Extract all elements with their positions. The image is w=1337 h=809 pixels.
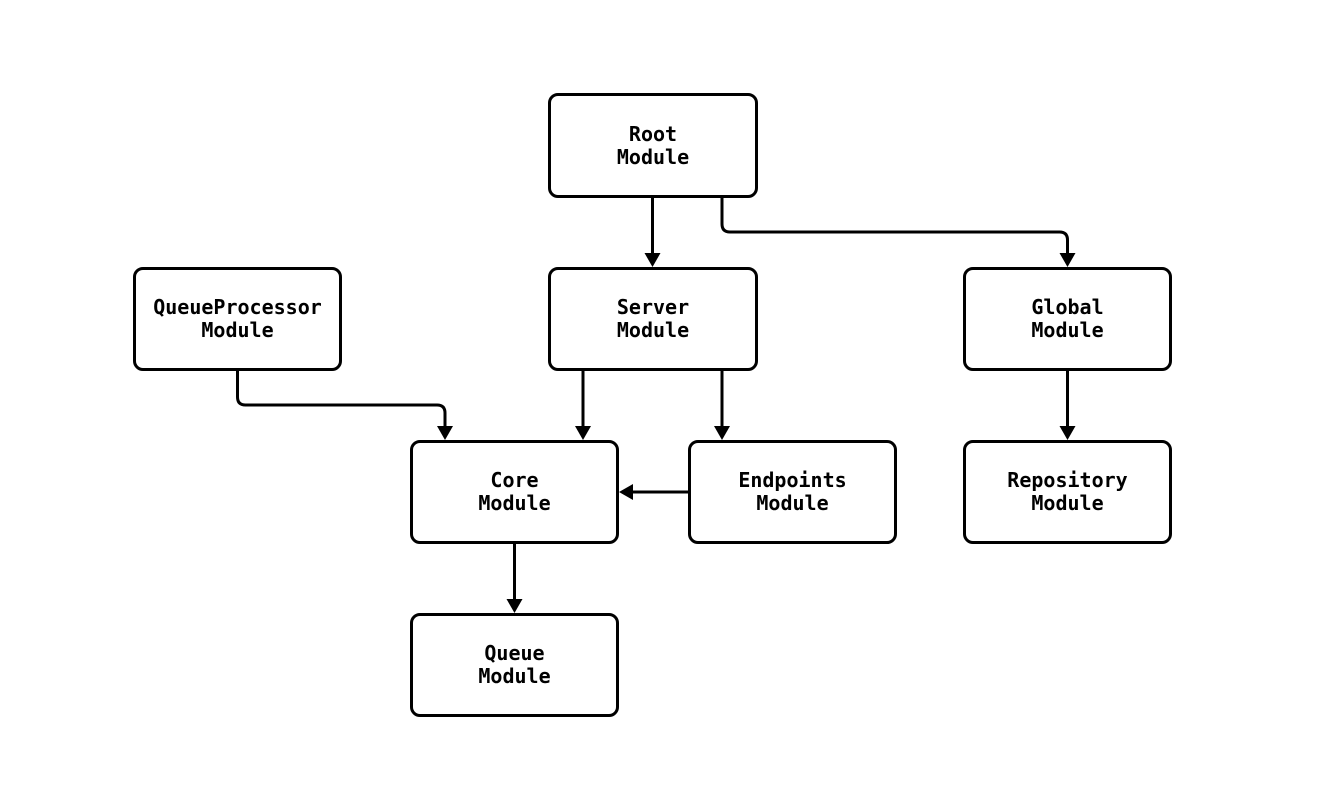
node-queueprocessor-module: QueueProcessor Module [133, 267, 342, 371]
arrowhead-down-icon [1059, 253, 1076, 267]
node-label: Root Module [616, 121, 690, 169]
arrowhead-down-icon [575, 426, 591, 440]
arrowhead-down-icon [506, 599, 523, 613]
edge-queueprocessor-to-core [236, 371, 453, 440]
node-queue-module: Queue Module [410, 613, 619, 717]
edge-server-to-core [575, 371, 591, 440]
node-label: Queue Module [478, 641, 551, 688]
edge-line [720, 198, 1069, 254]
edge-core-to-queue [506, 544, 523, 613]
edge-global-to-repository [1059, 371, 1076, 440]
edge-line [236, 371, 447, 427]
arrowhead-down-icon [714, 426, 730, 440]
node-core-module: Core Module [410, 440, 619, 544]
node-server-module: Server Module [548, 267, 758, 371]
node-label: Repository Module [1007, 468, 1128, 515]
node-repository-module: Repository Module [963, 440, 1172, 544]
arrowhead-down-icon [644, 253, 661, 267]
arrowhead-left-icon [619, 484, 633, 500]
edge-root-to-global [720, 198, 1076, 267]
node-endpoints-module: Endpoints Module [688, 440, 897, 544]
node-label: Endpoints Module [738, 468, 847, 515]
edge-endpoints-to-core [619, 484, 688, 500]
node-root-module: Root Module [548, 93, 758, 198]
node-label: QueueProcessor Module [153, 295, 322, 342]
edge-server-to-endpoints [714, 371, 730, 440]
node-label: Server Module [616, 295, 690, 342]
node-label: Core Module [478, 468, 551, 515]
node-global-module: Global Module [963, 267, 1172, 371]
node-label: Global Module [1031, 295, 1104, 342]
arrowhead-down-icon [437, 426, 453, 440]
arrowhead-down-icon [1059, 426, 1076, 440]
edge-root-to-server [644, 198, 661, 267]
